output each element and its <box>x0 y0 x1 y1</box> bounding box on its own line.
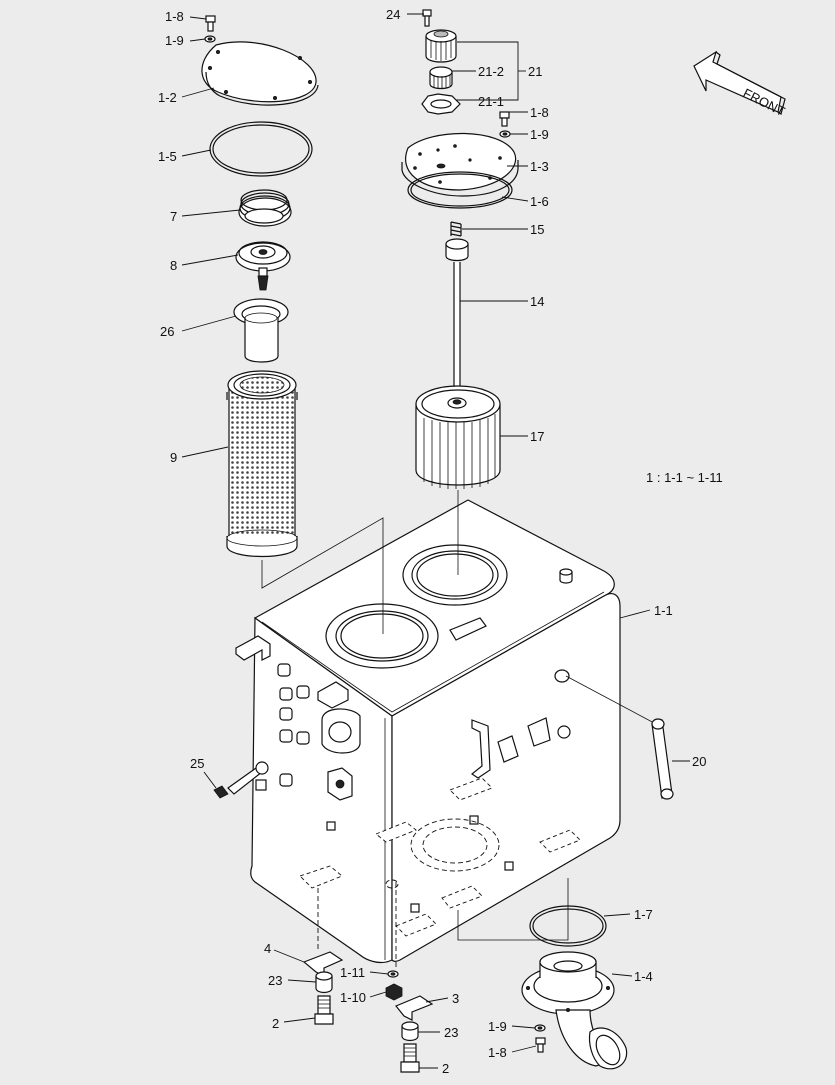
strainer-17 <box>415 385 501 489</box>
label-2-right: 2 <box>442 1061 449 1076</box>
level-gauge-20 <box>565 675 674 800</box>
sleeve-26 <box>233 298 289 363</box>
suction-pipe-1-4 <box>521 951 628 1070</box>
label-8: 8 <box>170 258 177 273</box>
spring-15 <box>450 221 462 237</box>
bolt-1-8-top-right <box>499 111 510 127</box>
label-2-left: 2 <box>272 1016 279 1031</box>
filter-element-21-2 <box>429 66 453 90</box>
label-9: 9 <box>170 450 177 465</box>
label-1-8-top-left: 1-8 <box>165 9 184 24</box>
cover-plate-1-3 <box>401 132 519 197</box>
washer-1-9-top-left <box>204 35 216 43</box>
label-1-8-top-right: 1-8 <box>530 105 549 120</box>
label-21: 21 <box>528 64 542 79</box>
note-text: 1 : 1-1 ~ 1-11 <box>646 470 723 485</box>
o-ring-1-5 <box>209 121 313 177</box>
spacer-23-right <box>401 1021 419 1042</box>
label-1-8-bottom: 1-8 <box>488 1045 507 1060</box>
label-25: 25 <box>190 756 204 771</box>
label-4: 4 <box>264 941 271 956</box>
label-20: 20 <box>692 754 706 769</box>
gasket-21-1 <box>421 93 461 115</box>
label-17: 17 <box>530 429 544 444</box>
washer-1-9-bottom <box>534 1024 546 1032</box>
label-1-3: 1-3 <box>530 159 549 174</box>
label-1-2: 1-2 <box>158 90 177 105</box>
label-1-1: 1-1 <box>654 603 673 618</box>
drain-plug-25 <box>213 761 269 799</box>
cap-21 <box>425 29 457 63</box>
label-1-9-top-right: 1-9 <box>530 127 549 142</box>
leader-lines <box>181 13 690 1069</box>
label-26: 26 <box>160 324 174 339</box>
bracket-4 <box>302 951 344 977</box>
spring-7 <box>238 189 292 227</box>
label-1-9-top-left: 1-9 <box>165 33 184 48</box>
label-1-10: 1-10 <box>340 990 366 1005</box>
bolt-2-left <box>314 995 334 1025</box>
label-1-5: 1-5 <box>158 149 177 164</box>
label-7: 7 <box>170 209 177 224</box>
bolt-2-right <box>400 1043 420 1073</box>
label-21-2: 21-2 <box>478 64 504 79</box>
label-1-6: 1-6 <box>530 194 549 209</box>
label-14: 14 <box>530 294 544 309</box>
label-1-11: 1-11 <box>340 965 365 980</box>
cover-plate-1-2 <box>201 41 319 106</box>
screw-24 <box>422 9 432 27</box>
label-1-4: 1-4 <box>634 969 653 984</box>
label-15: 15 <box>530 222 544 237</box>
label-24: 24 <box>386 7 400 22</box>
washer-1-9-top-right <box>499 130 511 138</box>
label-1-9-bottom: 1-9 <box>488 1019 507 1034</box>
bolt-1-8-top-left <box>205 15 216 32</box>
front-arrow: FRONT <box>693 50 787 119</box>
valve-8 <box>235 241 291 291</box>
label-23-right: 23 <box>444 1025 458 1040</box>
bracket-3 <box>395 995 434 1021</box>
label-21-1: 21-1 <box>478 94 504 109</box>
part-labels: 1-8 1-9 1-2 1-5 7 8 26 9 24 21-2 21 21-1… <box>158 7 723 1076</box>
o-ring-1-7 <box>529 905 607 947</box>
filter-element-9 <box>226 370 298 558</box>
nut-1-10 <box>385 983 403 1001</box>
label-3: 3 <box>452 991 459 1006</box>
label-23-left: 23 <box>268 973 282 988</box>
rod-14 <box>445 238 469 391</box>
o-ring-1-6 <box>407 171 513 209</box>
tank-1-1 <box>235 499 621 964</box>
label-1-7: 1-7 <box>634 907 653 922</box>
bolt-1-8-bottom <box>535 1037 546 1053</box>
washer-1-11 <box>387 970 399 978</box>
spacer-23-left <box>315 971 333 994</box>
